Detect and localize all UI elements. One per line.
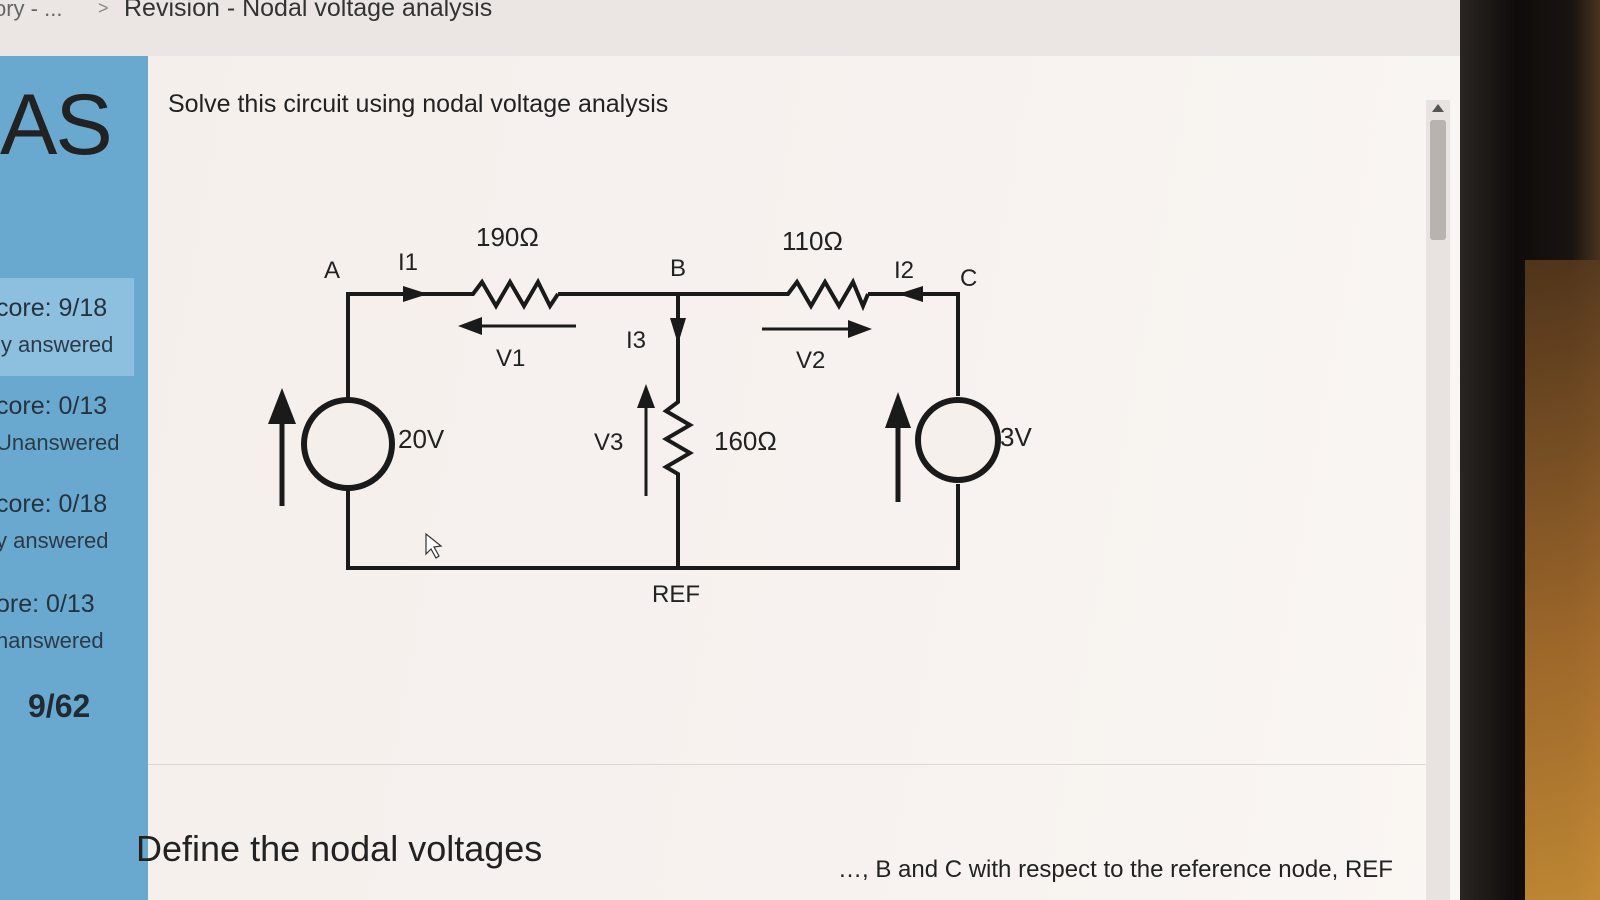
ref-label: REF: [652, 581, 700, 608]
voltage-v3-label: V3: [594, 429, 623, 456]
breadcrumb: ory - ... > Revision - Nodal voltage ana…: [0, 0, 1600, 56]
section-divider: [148, 764, 1448, 765]
voltage-source-3v: [915, 397, 1001, 483]
question-panel: Solve this circuit using nodal voltage a…: [136, 56, 1478, 900]
resistor-160: [662, 396, 694, 478]
sidebar-item-status: y answered: [0, 528, 109, 553]
current-i1-arrow-icon: [403, 286, 428, 302]
sidebar-item-status: Unanswered: [0, 430, 120, 455]
sidebar-item-1[interactable]: core: 9/18 ly answered: [0, 278, 134, 376]
current-i3-label: I3: [626, 327, 646, 354]
source-3v-label: 3V: [1000, 422, 1032, 452]
mouse-cursor-icon: [425, 532, 443, 559]
background-light: [1525, 260, 1600, 900]
current-i2-arrow-icon: [898, 286, 923, 302]
circuit-diagram: A B C REF 190Ω 110Ω 160Ω I1 I2 I3 V1 V2 …: [268, 222, 1032, 608]
breadcrumb-current: Revision - Nodal voltage analysis: [124, 0, 493, 22]
source-20v-label: 20V: [398, 424, 445, 454]
breadcrumb-parent-link[interactable]: ory - ...: [0, 0, 63, 21]
resistor-160-label: 160Ω: [714, 426, 777, 456]
node-c-label: C: [960, 265, 977, 292]
source-arrow-right-icon: [885, 392, 911, 502]
sidebar-item-score: ore: 0/13: [0, 590, 95, 618]
section-title: Define the nodal voltages: [136, 828, 543, 869]
resistor-190-label: 190Ω: [476, 222, 539, 252]
sidebar-item-status: nanswered: [0, 628, 104, 653]
breadcrumb-separator: >: [98, 0, 109, 18]
sidebar: AS core: 9/18 ly answered core: 0/13 Una…: [0, 56, 148, 900]
sidebar-item-4[interactable]: ore: 0/13 nanswered: [0, 574, 134, 672]
source-arrow-left-icon: [268, 388, 296, 506]
current-i1-label: I1: [398, 249, 418, 276]
voltage-source-20v: [301, 397, 395, 491]
scroll-up-arrow-icon[interactable]: [1432, 104, 1444, 112]
voltage-v2-arrow-icon: [762, 320, 872, 338]
scrollbar[interactable]: [1426, 100, 1450, 900]
voltage-v1-label: V1: [496, 345, 525, 372]
node-a-label: A: [324, 257, 340, 284]
current-i3-arrow-icon: [670, 318, 686, 344]
sidebar-item-2[interactable]: core: 0/13 Unanswered: [0, 376, 134, 474]
sidebar-item-score: core: 0/13: [0, 392, 108, 420]
scroll-thumb[interactable]: [1430, 120, 1446, 240]
sidebar-item-status: ly answered: [0, 332, 114, 357]
node-b-label: B: [670, 255, 686, 282]
sidebar-item-score: core: 0/18: [0, 490, 108, 518]
current-i2-label: I2: [894, 257, 914, 284]
section-instruction: …, B and C with respect to the reference…: [838, 856, 1393, 883]
voltage-v1-arrow-icon: [458, 317, 576, 335]
total-score: 9/62: [28, 688, 91, 724]
resistor-190: [463, 277, 560, 310]
voltage-v3-arrow-icon: [637, 384, 655, 496]
resistor-110-label: 110Ω: [782, 226, 843, 256]
resistor-110: [778, 277, 870, 312]
sidebar-item-3[interactable]: core: 0/18 y answered: [0, 474, 134, 572]
voltage-v2-label: V2: [796, 347, 825, 374]
sidebar-title: AS: [0, 77, 113, 173]
question-title: Solve this circuit using nodal voltage a…: [168, 90, 669, 118]
sidebar-item-score: core: 9/18: [0, 294, 108, 322]
